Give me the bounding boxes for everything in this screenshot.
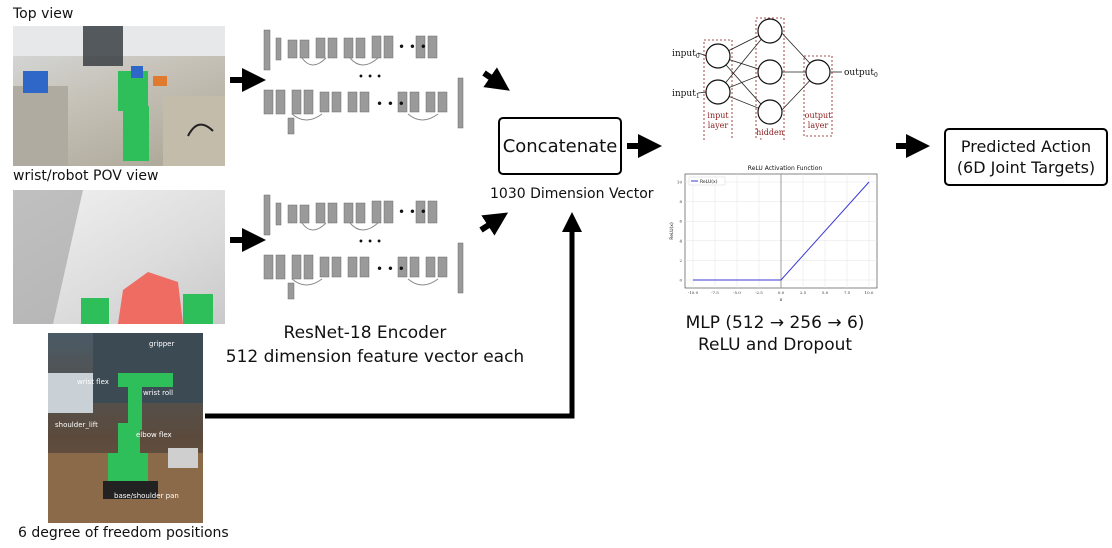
relu-xtick-label: 5.0 bbox=[822, 290, 829, 295]
hidden-node-0 bbox=[757, 18, 783, 44]
svg-text:• • •: • • • bbox=[398, 40, 427, 54]
robot-label-wrist-roll: wrist roll bbox=[143, 389, 174, 397]
svg-text:• • •: • • • bbox=[358, 72, 382, 83]
top-view-caption: Top view bbox=[13, 6, 74, 22]
predicted-action-line2: (6D Joint Targets) bbox=[956, 158, 1096, 177]
concatenate-box: Concatenate bbox=[498, 117, 622, 175]
hidden-layer-label-2: layer bbox=[760, 138, 781, 140]
input-node-0 bbox=[705, 43, 731, 69]
relu-xtick-label: -2.5 bbox=[755, 290, 763, 295]
arrow-encoder-bottom-to-concat bbox=[479, 212, 509, 236]
svg-text:• • •: • • • bbox=[398, 205, 427, 219]
relu-ytick-label: 0 bbox=[679, 278, 682, 283]
robot-label-elbow-flex: elbow flex bbox=[136, 431, 172, 439]
svg-text:• • •: • • • bbox=[376, 262, 405, 276]
robot-label-wrist-flex: wrist flex bbox=[77, 378, 109, 386]
encoder-subtitle: 512 dimension feature vector each bbox=[225, 347, 525, 367]
output0-label: output bbox=[844, 68, 874, 78]
output0-sub: 0 bbox=[874, 72, 878, 79]
input0-label: input bbox=[672, 49, 696, 59]
predicted-action-box: Predicted Action (6D Joint Targets) bbox=[944, 128, 1108, 186]
concatenate-label: Concatenate bbox=[502, 135, 618, 157]
hidden-layer-label-1: hidden bbox=[756, 128, 784, 137]
relu-xtick-label: -10.0 bbox=[688, 290, 699, 295]
robot-label-shoulder-lift: shoulder_lift bbox=[55, 421, 98, 429]
output-layer-label-2: layer bbox=[808, 121, 829, 130]
arrow-dof-to-concat bbox=[205, 212, 582, 419]
relu-ylabel: ReLU(x) bbox=[669, 222, 675, 240]
robot-arm-image: gripper wrist flex wrist roll shoulder_l… bbox=[48, 333, 203, 523]
wrist-view-image bbox=[13, 190, 225, 324]
resnet-encoder-bottom: • • • • • • • • • bbox=[263, 194, 464, 300]
svg-text:• • •: • • • bbox=[358, 237, 382, 248]
concatenate-caption: 1030 Dimension Vector bbox=[490, 186, 654, 202]
dof-caption: 6 degree of freedom positions bbox=[18, 525, 229, 541]
hidden-node-2 bbox=[757, 99, 783, 125]
resnet-encoder-top: • • • • • • • • • bbox=[263, 29, 464, 135]
svg-text:output0: output0 bbox=[844, 68, 878, 79]
relu-chart-title: ReLU Activation Function bbox=[748, 165, 823, 172]
input0-sub: 0 bbox=[696, 53, 700, 60]
arrow-encoder-top-to-concat bbox=[482, 67, 510, 91]
relu-legend bbox=[688, 176, 726, 186]
relu-xtick-label: 10.0 bbox=[865, 290, 874, 295]
svg-text:input1: input1 bbox=[672, 89, 700, 100]
relu-ytick-label: 6 bbox=[679, 219, 682, 224]
predicted-action-line1: Predicted Action bbox=[960, 137, 1092, 156]
relu-xtick-label: -7.5 bbox=[711, 290, 719, 295]
relu-ytick-label: 4 bbox=[679, 238, 682, 243]
relu-xtick-label: 7.5 bbox=[844, 290, 851, 295]
input-node-1 bbox=[705, 79, 731, 105]
relu-xtick-label: 0.0 bbox=[778, 290, 785, 295]
output-node-0 bbox=[805, 59, 831, 85]
mlp-title: MLP (512 → 256 → 6) bbox=[685, 313, 865, 333]
input1-sub: 1 bbox=[696, 93, 700, 100]
robot-label-gripper: gripper bbox=[149, 340, 175, 348]
relu-ytick-label: 8 bbox=[679, 199, 682, 204]
encoder-title: ResNet-18 Encoder bbox=[283, 323, 447, 343]
mlp-network-diagram: input0 input1 output0 input layer hidden… bbox=[672, 17, 878, 140]
relu-chart: ReLU Activation Function -10.0 -7.5 -5.0 -2… bbox=[669, 165, 878, 302]
relu-xlabel: x bbox=[780, 298, 783, 302]
top-view-image bbox=[13, 26, 225, 166]
relu-ytick-label: 2 bbox=[679, 258, 682, 263]
output-layer-label-1: output bbox=[805, 111, 832, 120]
relu-xtick-label: -5.0 bbox=[733, 290, 741, 295]
input-layer-label-2: layer bbox=[708, 121, 729, 130]
hidden-node-1 bbox=[757, 59, 783, 85]
relu-xtick-label: 2.5 bbox=[800, 290, 807, 295]
relu-series-line bbox=[693, 181, 870, 281]
relu-ytick-label: 10 bbox=[677, 180, 683, 185]
relu-legend-label: ReLU(x) bbox=[700, 179, 718, 185]
mlp-subtitle: ReLU and Dropout bbox=[697, 335, 853, 355]
wrist-view-caption: wrist/robot POV view bbox=[13, 168, 159, 184]
input1-label: input bbox=[672, 89, 696, 99]
svg-text:• • •: • • • bbox=[376, 97, 405, 111]
input-layer-label-1: input bbox=[707, 111, 729, 120]
robot-label-base-shoulder-pan: base/shoulder pan bbox=[114, 492, 179, 500]
svg-text:input0: input0 bbox=[672, 49, 700, 60]
